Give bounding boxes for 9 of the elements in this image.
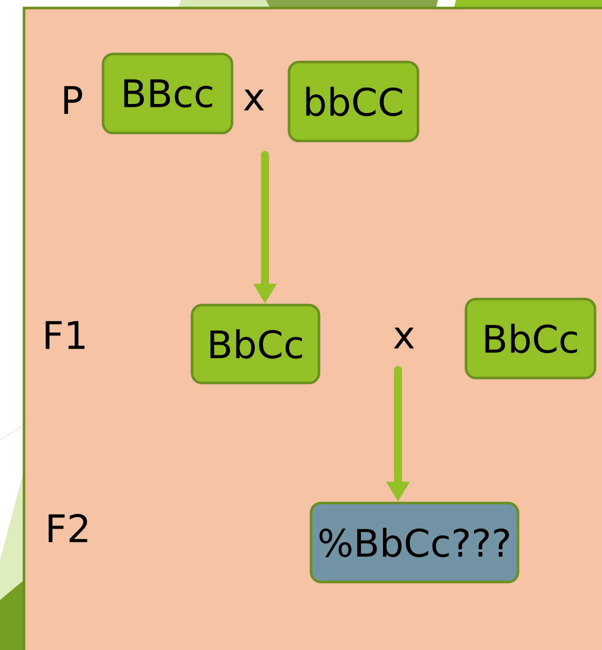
- genotype-box: bbCC: [288, 60, 420, 142]
- result-box: %BbCc???: [310, 502, 520, 584]
- genotype-box: BbCc: [464, 298, 596, 380]
- generation-label: F2: [48, 514, 88, 542]
- cross-sign: x: [244, 90, 264, 110]
- cross-sign: x: [394, 328, 414, 348]
- genotype-box: BbCc: [190, 304, 320, 384]
- genotype-box: BBcc: [102, 52, 234, 134]
- generation-label: F1: [46, 321, 84, 349]
